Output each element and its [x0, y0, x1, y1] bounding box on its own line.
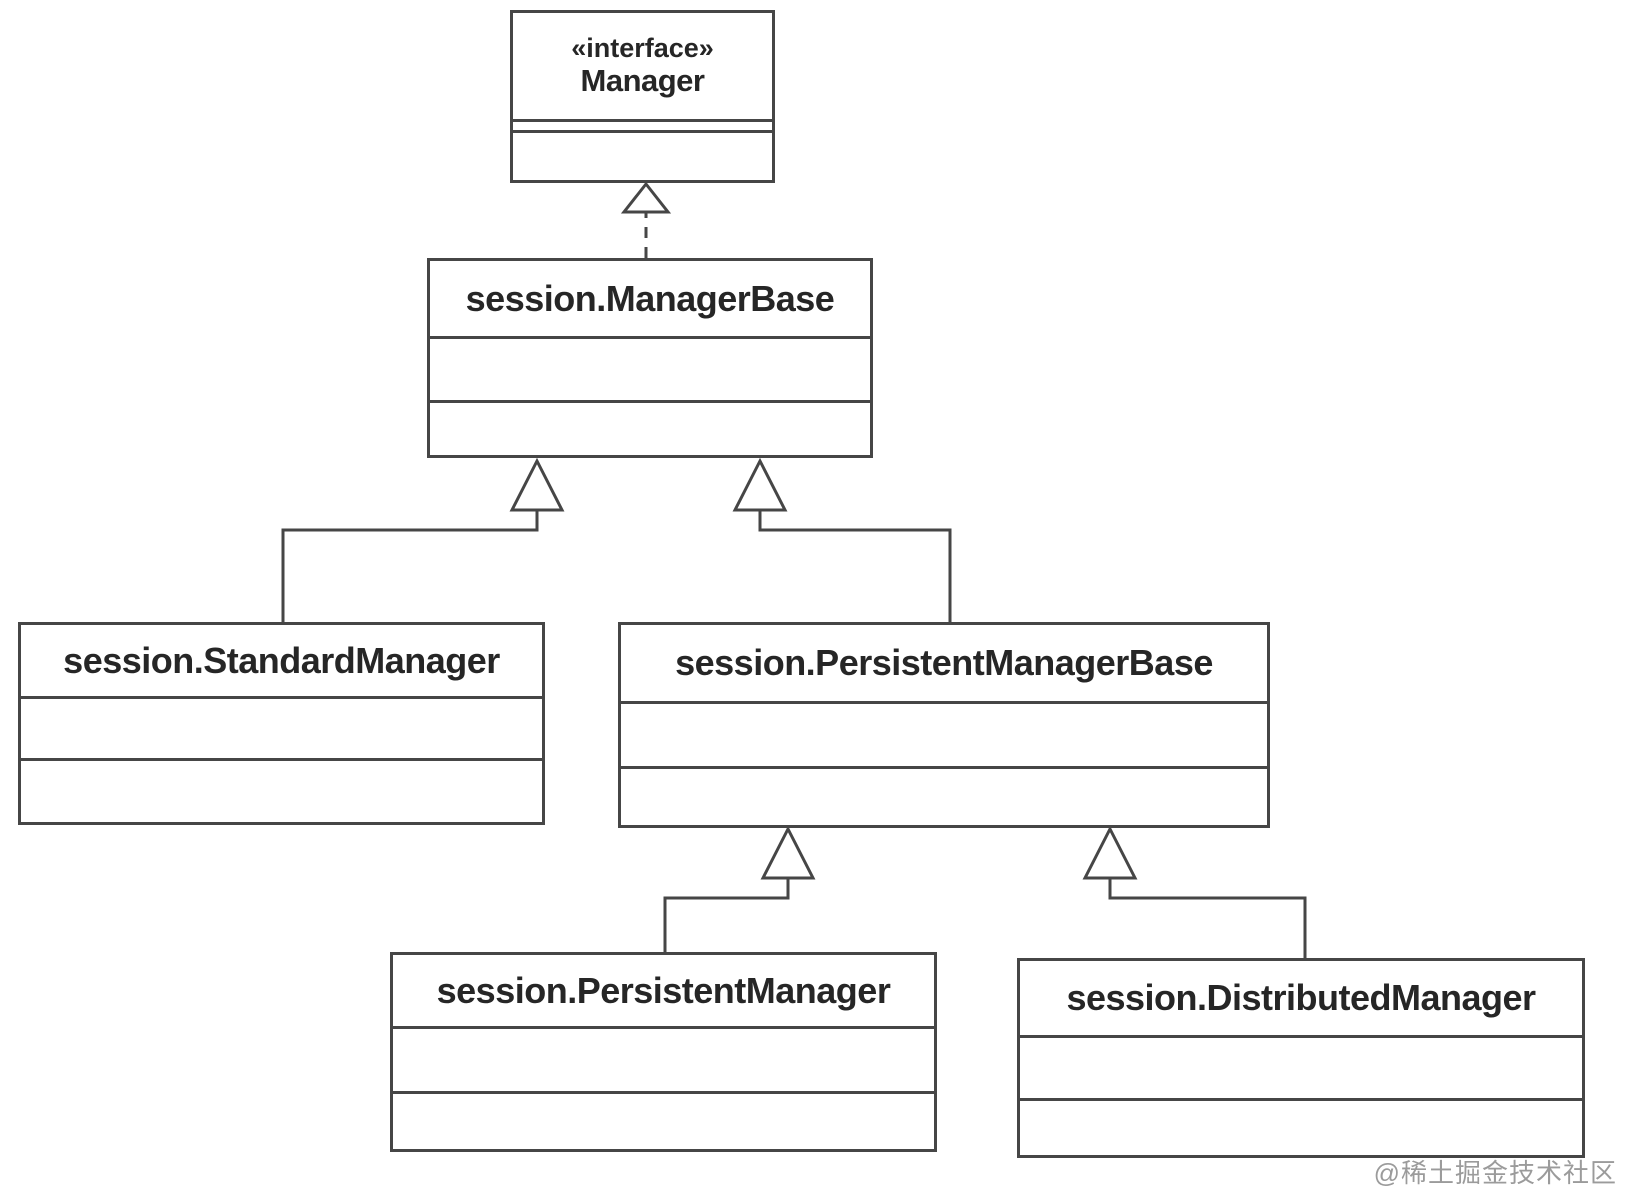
class-box-distributedmanager: session.DistributedManager: [1017, 958, 1585, 1158]
attributes-compartment: [21, 696, 542, 758]
operations-compartment: [513, 130, 772, 180]
class-name: session.StandardManager: [63, 639, 500, 681]
operations-compartment: [621, 766, 1267, 825]
attributes-compartment: [621, 701, 1267, 766]
generalization-distributedmanager-to-persistentmanagerbase: [1082, 825, 1307, 958]
class-title-compartment: «interface» Manager: [513, 13, 772, 119]
attributes-compartment: [513, 119, 772, 130]
operations-compartment: [393, 1091, 934, 1149]
attributes-compartment: [393, 1026, 934, 1091]
class-box-manager-interface: «interface» Manager: [510, 10, 775, 183]
class-name: session.DistributedManager: [1066, 977, 1536, 1019]
attributes-compartment: [1020, 1035, 1582, 1098]
generalization-standardmanager-to-managerbase: [281, 457, 565, 622]
class-title-compartment: session.DistributedManager: [1020, 961, 1582, 1035]
class-box-managerbase: session.ManagerBase: [427, 258, 873, 458]
class-title-compartment: session.PersistentManager: [393, 955, 934, 1026]
attributes-compartment: [430, 336, 870, 400]
operations-compartment: [430, 400, 870, 455]
class-title-compartment: session.StandardManager: [21, 625, 542, 696]
class-title-compartment: session.ManagerBase: [430, 261, 870, 336]
class-name: session.PersistentManager: [436, 969, 891, 1011]
stereotype-label: «interface»: [571, 33, 714, 64]
class-name: session.PersistentManagerBase: [675, 642, 1213, 684]
operations-compartment: [21, 758, 542, 822]
operations-compartment: [1020, 1098, 1582, 1155]
generalization-persistentmanager-to-persistentmanagerbase: [663, 825, 816, 952]
class-box-standardmanager: session.StandardManager: [18, 622, 545, 825]
generalization-persistentmanagerbase-to-managerbase: [732, 457, 952, 622]
class-box-persistentmanager: session.PersistentManager: [390, 952, 937, 1152]
class-name: session.ManagerBase: [465, 277, 835, 319]
juejin-watermark: @稀土掘金技术社区: [1373, 1158, 1617, 1188]
realization-managerbase-to-manager: [620, 181, 672, 258]
class-title-compartment: session.PersistentManagerBase: [621, 625, 1267, 701]
class-box-persistentmanagerbase: session.PersistentManagerBase: [618, 622, 1270, 828]
class-name: Manager: [580, 63, 705, 99]
